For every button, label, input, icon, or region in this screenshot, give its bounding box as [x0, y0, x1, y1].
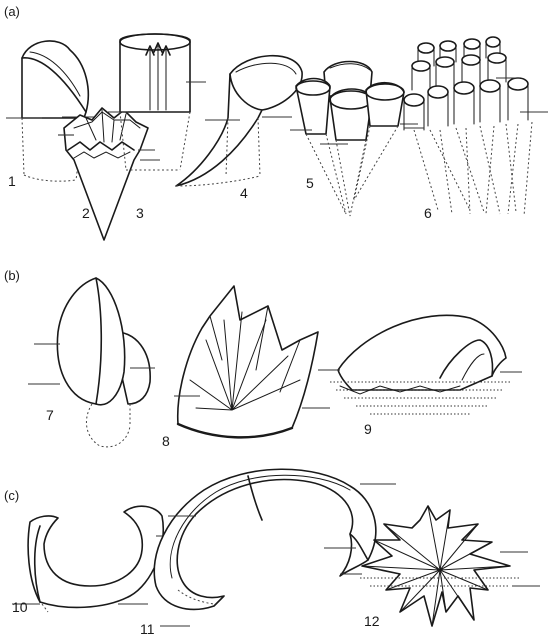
form-6-illustration: [404, 37, 548, 216]
form-label-6: 6: [424, 205, 432, 221]
form-label-1: 1: [8, 173, 16, 189]
panel-label-b: (b): [4, 268, 20, 283]
form-label-5: 5: [306, 175, 314, 191]
form-9-illustration: [318, 315, 522, 414]
form-label-7: 7: [46, 407, 54, 423]
form-label-11: 11: [140, 621, 155, 637]
panel-label-c: (c): [4, 488, 19, 503]
form-label-12: 12: [364, 613, 380, 629]
form-label-4: 4: [240, 185, 248, 201]
form-10-illustration: [12, 506, 176, 612]
form-label-10: 10: [12, 599, 28, 615]
form-label-8: 8: [162, 433, 170, 449]
form-label-2: 2: [82, 205, 90, 221]
form-label-9: 9: [364, 421, 372, 437]
form-label-3: 3: [136, 205, 144, 221]
form-4-illustration: [176, 56, 302, 186]
form-5-illustration: [290, 62, 418, 217]
form-11-illustration: [154, 469, 396, 626]
form-8-illustration: [174, 286, 330, 437]
panel-label-a: (a): [4, 4, 20, 19]
